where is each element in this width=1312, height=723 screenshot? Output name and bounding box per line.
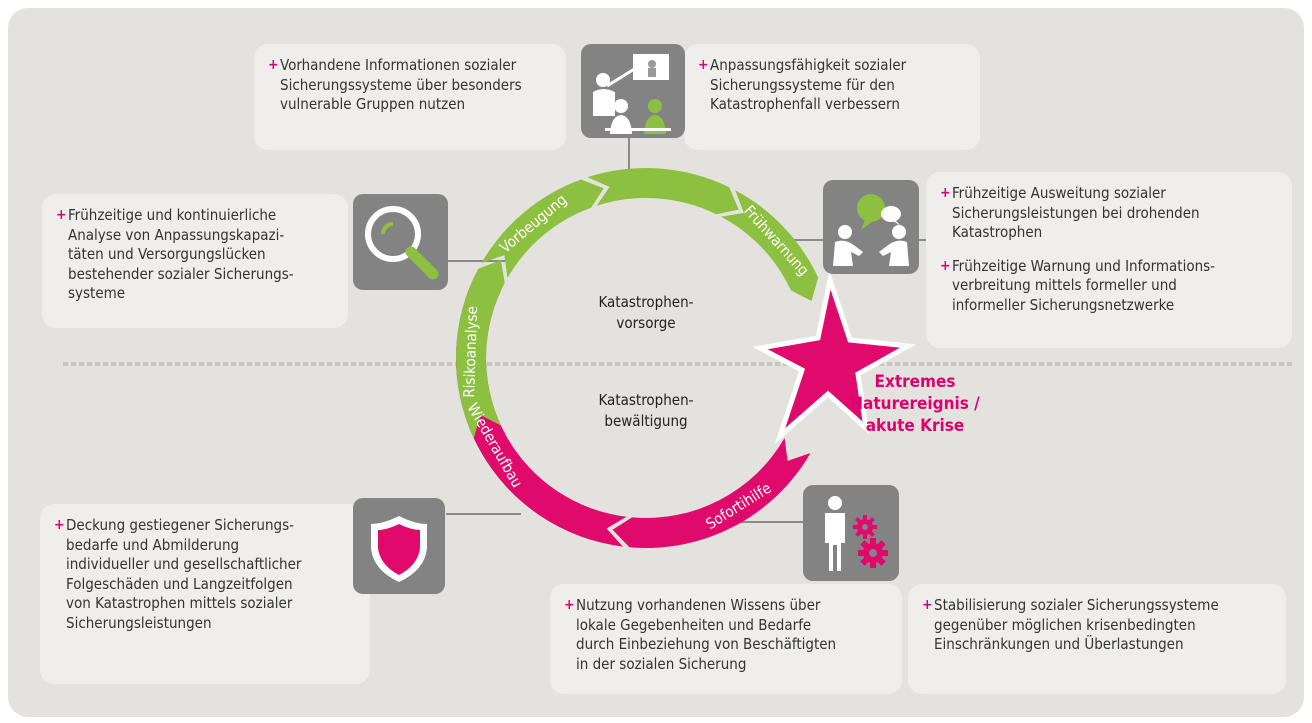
event-label: Extremes Naturereignis / akute Krise: [850, 372, 980, 436]
cycle-segment: [456, 267, 627, 547]
cycle-segment: [587, 167, 739, 215]
bullet-text: Stabilisierung sozialer Sicherungssystem…: [934, 596, 1219, 653]
shield-icon: [353, 498, 445, 594]
connector: [918, 239, 930, 241]
cycle-segment-label: Frühwarnung: [740, 202, 812, 280]
cycle-segment-label: Risikoanalyse: [460, 306, 481, 398]
magnifier-icon: [353, 194, 448, 290]
cycle-segment: [455, 260, 505, 439]
diagram-canvas: +Vorhandene Informationen sozialer Siche…: [8, 8, 1304, 717]
info-box-left: +Frühzeitige und kontinuierliche Analyse…: [42, 194, 348, 328]
info-box-bottom-left: +Deckung gestiegener Sicherungs- bedarfe…: [40, 504, 370, 684]
info-box-top-right: +Anpassungsfähigkeit sozialer Sicherungs…: [684, 44, 980, 150]
coping-label: Katastrophen- bewältigung: [598, 391, 694, 430]
teaching-icon: [581, 44, 685, 138]
connector: [448, 260, 513, 262]
bullet-text: Frühzeitige Ausweitung sozialer Sicherun…: [952, 184, 1200, 241]
crisis-starburst: [752, 270, 917, 444]
connector: [773, 239, 823, 241]
divider-line: [63, 362, 1293, 366]
cycle-segment: [481, 179, 604, 278]
conversation-icon: [823, 180, 919, 274]
info-box-top-left: +Vorhandene Informationen sozialer Siche…: [254, 44, 566, 150]
bullet-text: Vorhandene Informationen sozialer Sicher…: [280, 56, 522, 113]
connector: [628, 136, 630, 186]
connector: [446, 513, 521, 515]
info-box-right: +Frühzeitige Ausweitung sozialer Sicheru…: [926, 172, 1292, 348]
worker-gears-icon: [803, 485, 899, 581]
cycle-segment: [721, 190, 819, 302]
info-box-bottom-mid: +Nutzung vorhandenen Wissens über lokale…: [550, 584, 902, 694]
connector: [718, 521, 803, 523]
info-box-bottom-right: +Stabilisierung sozialer Sicherungssyste…: [908, 584, 1286, 694]
bullet-text: Anpassungsfähigkeit sozialer Sicherungss…: [710, 56, 907, 113]
prevention-label: Katastrophen- vorsorge: [598, 293, 694, 332]
bullet-text: Frühzeitige und kontinuierliche Analyse …: [68, 206, 294, 302]
bullet-text: Nutzung vorhandenen Wissens über lokale …: [576, 596, 837, 673]
bullet-text: Deckung gestiegener Sicherungs- bedarfe …: [66, 516, 302, 632]
cycle-segment: [612, 438, 811, 548]
bullet-text: Frühzeitige Warnung und Informations- ve…: [952, 256, 1216, 314]
